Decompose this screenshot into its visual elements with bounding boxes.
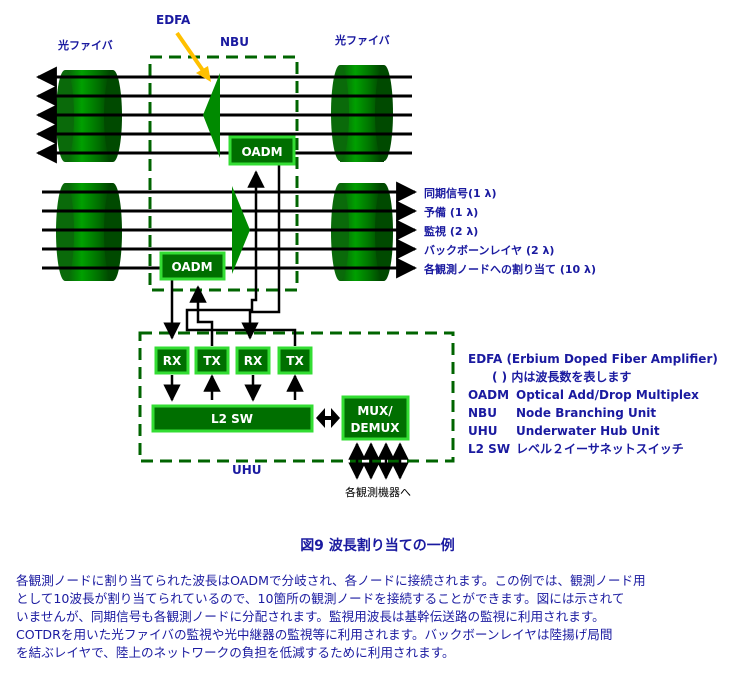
edfa-amplifier-eastbound: [232, 186, 250, 274]
switch-port-arrows: [163, 374, 304, 402]
wavelength-labels: 同期信号(1 λ) 予備 (1 λ) 監視 (2 λ) バックボーンレイヤ (2…: [423, 186, 596, 276]
edfa-pointer-arrow: [175, 31, 211, 82]
edfa-label: EDFA: [156, 13, 191, 27]
svg-text:DEMUX: DEMUX: [350, 421, 400, 435]
tx2-box: TX: [277, 346, 313, 375]
fiber-cylinder-right-bottom: [331, 183, 393, 281]
svg-text:TX: TX: [286, 354, 304, 368]
fiber-label-left: 光ファイバ: [57, 38, 113, 52]
wavelength-label: 同期信号(1 λ): [424, 186, 497, 200]
tx1-box: TX: [194, 346, 230, 375]
mux-demux-box: MUX/ DEMUX: [341, 395, 410, 441]
wavelength-label: バックボーンレイヤ (2 λ): [424, 243, 554, 257]
uhu-frame: [138, 331, 455, 463]
legend: EDFA (Erbium Doped Fiber Amplifier) ( ) …: [468, 350, 753, 458]
nbu-uhu-connections: [163, 164, 297, 346]
body-line: として10波長が割り当てられているので、10箇所の観測ノードを接続することができ…: [16, 591, 625, 606]
fiber-label-right: 光ファイバ: [334, 33, 390, 47]
fiber-lines-eastbound: [42, 181, 418, 279]
body-line: を結ぶレイヤで、陸上のネットワークの負担を低減するために利用されます。: [16, 645, 455, 660]
rx1-box: RX: [154, 346, 190, 375]
nbu-label: NBU: [220, 35, 249, 49]
body-text: 各観測ノードに割り当てられた波長はOADMで分岐され、各ノードに接続されます。こ…: [16, 572, 746, 662]
svg-text:RX: RX: [163, 354, 182, 368]
legend-edfa: EDFA (Erbium Doped Fiber Amplifier): [468, 352, 718, 366]
to-devices-label: 各観測機器へ: [345, 485, 411, 499]
body-line: 各観測ノードに割り当てられた波長はOADMで分岐され、各ノードに接続されます。こ…: [16, 573, 646, 588]
l2-switch-box: L2 SW: [151, 404, 314, 433]
body-line: COTDRを用いた光ファイバの監視や光中継器の監視等に利用されます。バックボーン…: [16, 627, 613, 642]
wavelength-label: 監視 (2 λ): [424, 224, 478, 238]
legend-note: ( ) 内は波長数を表します: [492, 370, 632, 384]
fiber-lines-westbound: [35, 66, 412, 164]
oadm-top-box: OADM: [228, 135, 296, 166]
wavelength-label: 各観測ノードへの割り当て (10 λ): [423, 262, 596, 276]
wavelength-label: 予備 (1 λ): [424, 205, 478, 219]
svg-text:TX: TX: [203, 354, 221, 368]
body-line: いませんが、同期信号も各観測ノードに分配されます。監視用波長は基幹伝送路の監視に…: [16, 609, 605, 624]
svg-text:L2 SW: L2 SW: [211, 412, 253, 426]
uhu-label: UHU: [232, 463, 262, 477]
rx2-box: RX: [235, 346, 271, 375]
edfa-amplifier-westbound: [203, 73, 220, 158]
figure-caption: 図9 波長割り当ての一例: [300, 538, 455, 554]
fiber-cylinder-left-bottom: [56, 183, 122, 281]
l2sw-mux-link: [316, 408, 340, 428]
svg-text:MUX/: MUX/: [357, 404, 393, 418]
oadm-top-label: OADM: [241, 145, 282, 159]
svg-text:RX: RX: [244, 354, 263, 368]
oadm-bottom-box: OADM: [159, 251, 226, 281]
oadm-bottom-label: OADM: [171, 260, 212, 274]
device-arrows: [348, 442, 409, 480]
